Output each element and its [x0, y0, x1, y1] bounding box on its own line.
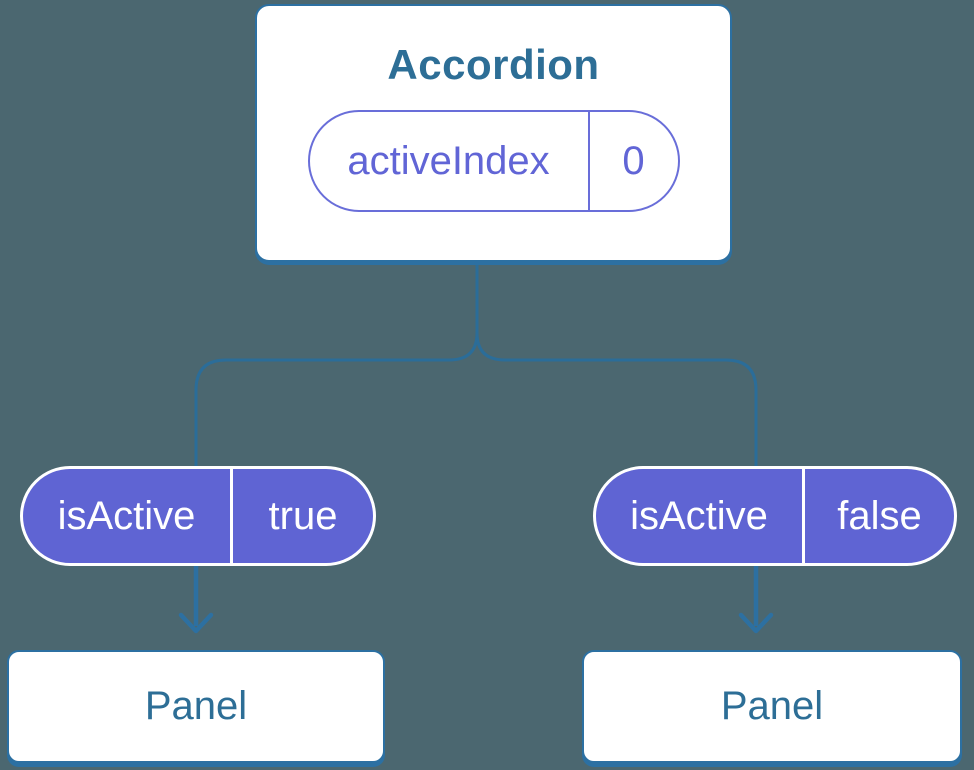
node-title: Accordion	[387, 41, 600, 88]
prop-name: isActive	[630, 493, 768, 538]
state-name: activeIndex	[347, 138, 550, 183]
panel-node: Panel	[7, 650, 385, 763]
accordion-node: Accordion activeIndex 0	[255, 4, 732, 262]
prop-pill-isactive-false: isActive false	[593, 466, 957, 566]
prop-pill-isactive-true: isActive true	[20, 466, 376, 566]
pill-divider	[587, 112, 590, 211]
prop-value: true	[268, 493, 338, 538]
state-value: 0	[622, 138, 645, 183]
pill-divider	[230, 469, 233, 563]
prop-value: false	[837, 493, 922, 538]
state-pill-activeindex: activeIndex 0	[307, 110, 680, 213]
panel-node: Panel	[582, 650, 962, 763]
pill-divider	[802, 469, 805, 563]
prop-name: isActive	[57, 493, 196, 538]
